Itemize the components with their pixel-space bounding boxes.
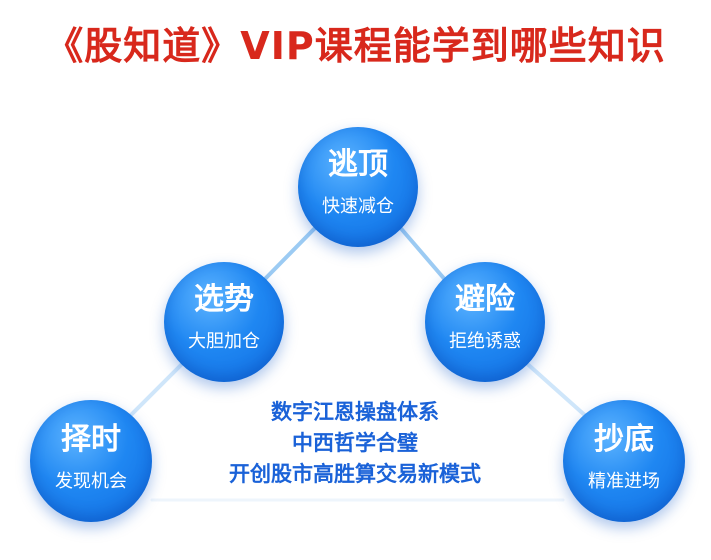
connector-top-right [396, 223, 449, 284]
node-sub: 精准进场 [588, 471, 660, 492]
center-line: 数字江恩操盘体系 [271, 400, 439, 424]
node-label: 避险 [455, 282, 515, 317]
node-sub: 快速减仓 [322, 196, 394, 217]
node-sub: 大胆加仓 [188, 331, 260, 352]
connector-left-bottomleft [126, 358, 188, 420]
connector-top-left [260, 223, 320, 284]
node-sub: 发现机会 [55, 471, 127, 492]
node-escape-top: 逃顶 快速减仓 [298, 127, 418, 247]
page-title: 《股知道》VIP课程能学到哪些知识 [45, 24, 666, 68]
node-sub: 拒绝诱惑 [449, 331, 521, 352]
connector-right-bottomright [521, 358, 590, 420]
node-label: 抄底 [594, 422, 654, 457]
node-label: 逃顶 [328, 147, 388, 182]
node-timing: 择时 发现机会 [30, 400, 152, 522]
node-select-trend: 选势 大胆加仓 [164, 262, 284, 382]
node-bottom-fishing: 抄底 精准进场 [563, 400, 685, 522]
node-label: 择时 [61, 422, 121, 457]
center-line: 开创股市高胜算交易新模式 [229, 462, 481, 486]
center-description: 数字江恩操盘体系 中西哲学合璧 开创股市高胜算交易新模式 [185, 397, 525, 490]
center-line: 中西哲学合璧 [292, 431, 418, 455]
node-avoid-risk: 避险 拒绝诱惑 [425, 262, 545, 382]
node-label: 选势 [194, 282, 254, 317]
